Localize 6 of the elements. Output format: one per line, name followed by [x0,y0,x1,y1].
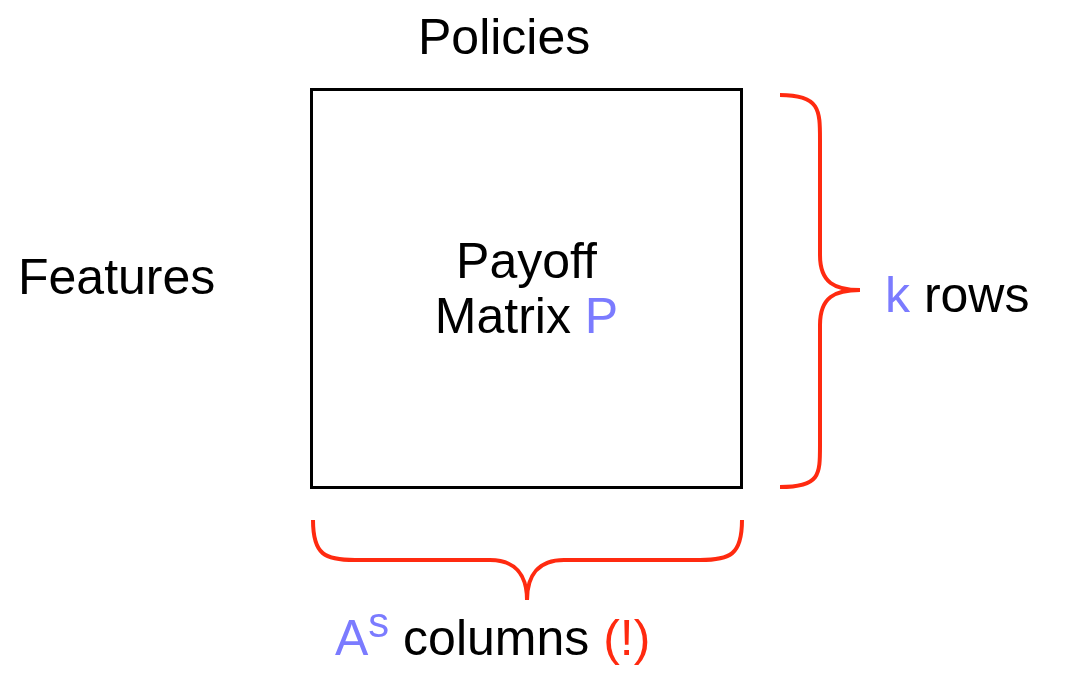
axis-label: Features [18,250,216,305]
matrix-box [310,88,743,489]
axis-label: Policies [418,10,591,65]
matrix-label: Payoff Matrix P [433,233,620,344]
dimension-label: A$^{s}$ columns (!) [335,600,651,666]
dimension-label: k rows [885,268,1030,323]
